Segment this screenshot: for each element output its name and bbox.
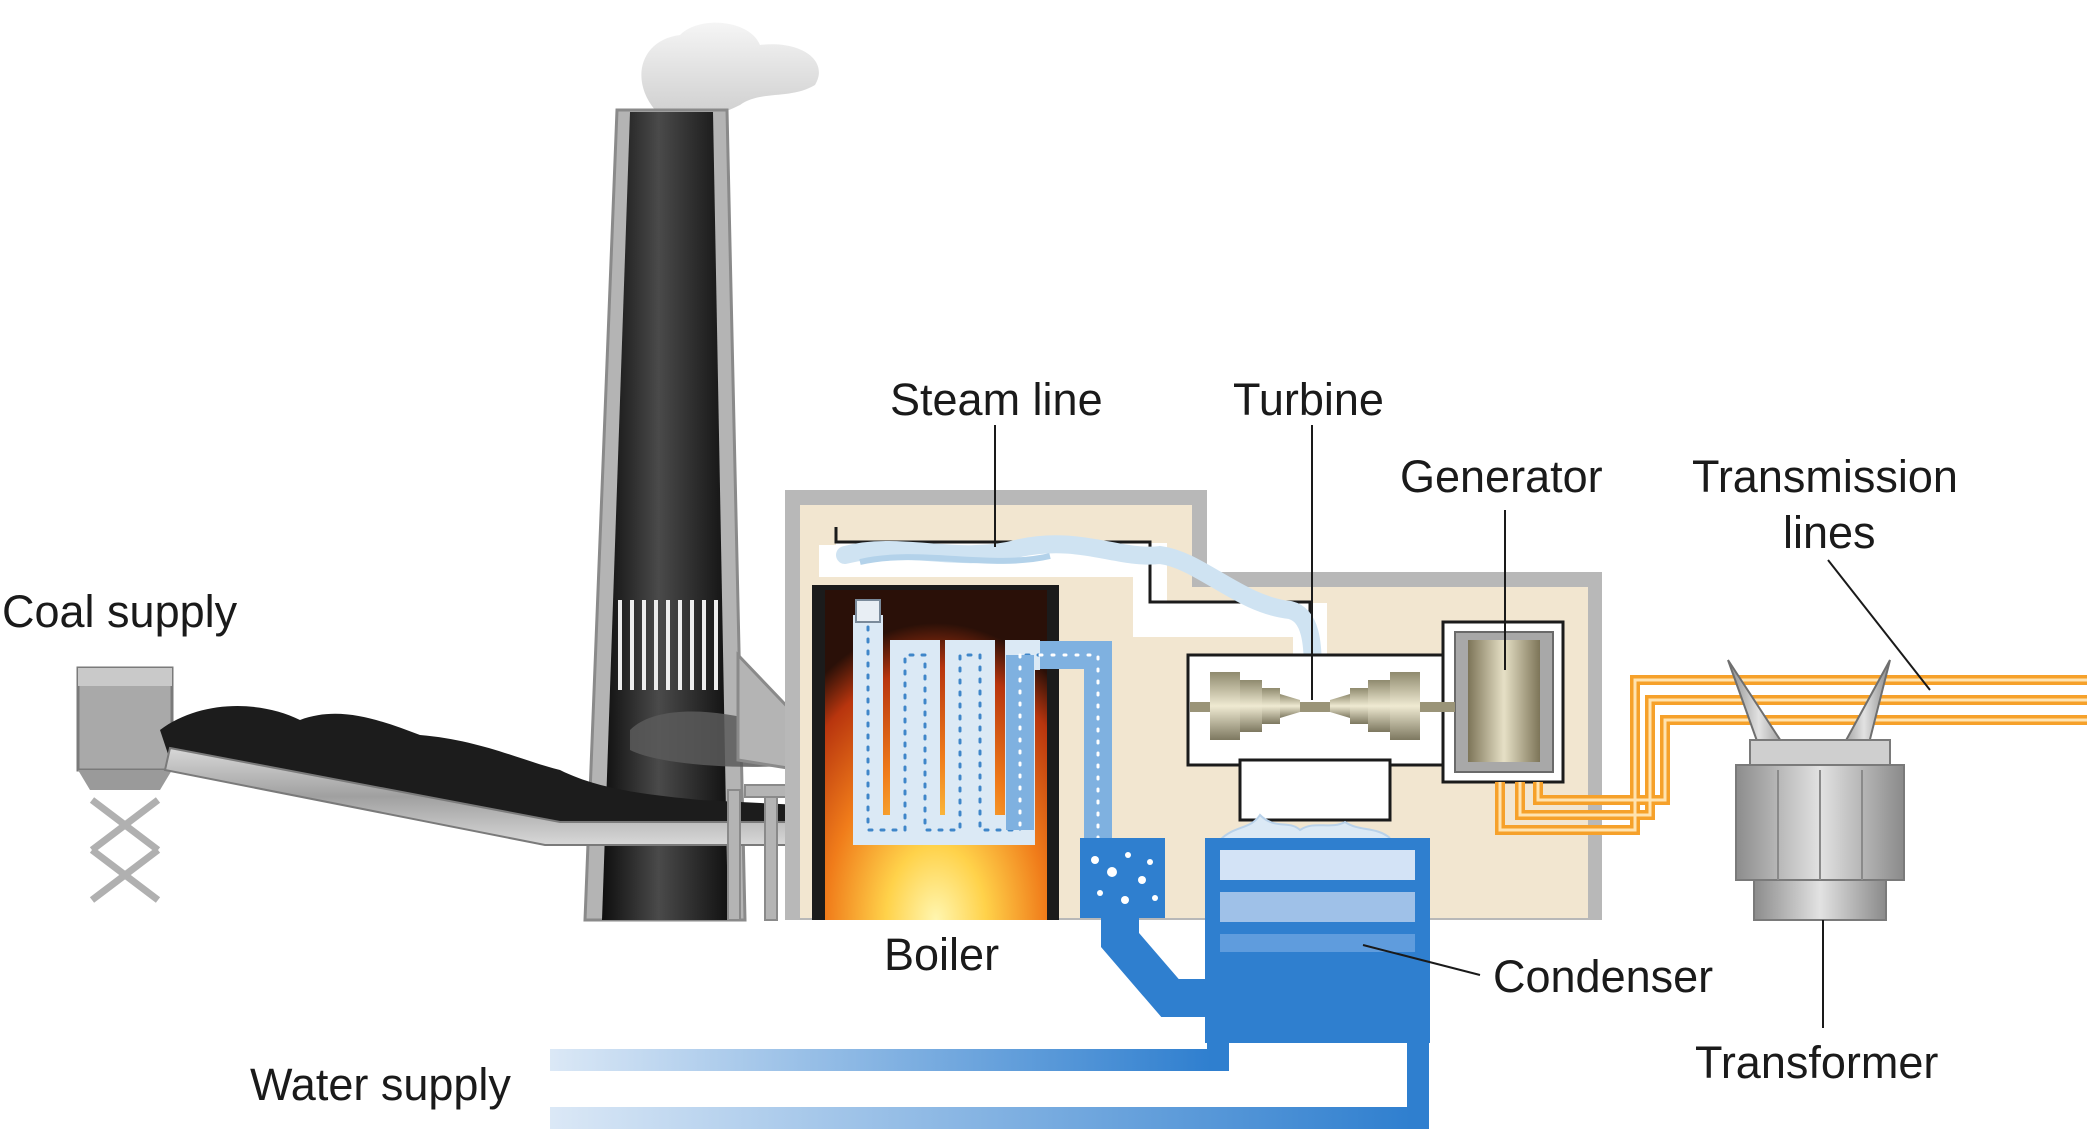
label-water-supply: Water supply — [250, 1059, 511, 1110]
label-transmission-lines-2: lines — [1783, 507, 1876, 558]
coal-hopper — [76, 666, 174, 918]
label-turbine: Turbine — [1233, 374, 1384, 425]
label-steam-line: Steam line — [890, 374, 1103, 425]
stack-flue-slats — [618, 600, 718, 690]
smokestack — [583, 108, 827, 922]
label-condenser: Condenser — [1493, 951, 1713, 1002]
label-boiler: Boiler — [884, 929, 999, 980]
condenser — [1205, 813, 1430, 1043]
feedwater-pipe — [1080, 838, 1205, 1017]
water-supply-pipes — [550, 952, 1429, 1129]
transformer — [1727, 659, 1905, 921]
label-transformer: Transformer — [1695, 1037, 1938, 1088]
label-transmission-lines-1: Transmission — [1692, 451, 1958, 502]
label-generator: Generator — [1400, 451, 1603, 502]
smoke-plume — [641, 22, 819, 121]
label-coal-supply: Coal supply — [2, 586, 238, 637]
steam-line — [819, 527, 1327, 699]
generator — [1420, 620, 1565, 784]
turbine — [1190, 672, 1450, 740]
leader-lines — [994, 425, 1931, 1028]
coal-conveyor — [160, 706, 837, 921]
boiler — [812, 585, 1112, 920]
